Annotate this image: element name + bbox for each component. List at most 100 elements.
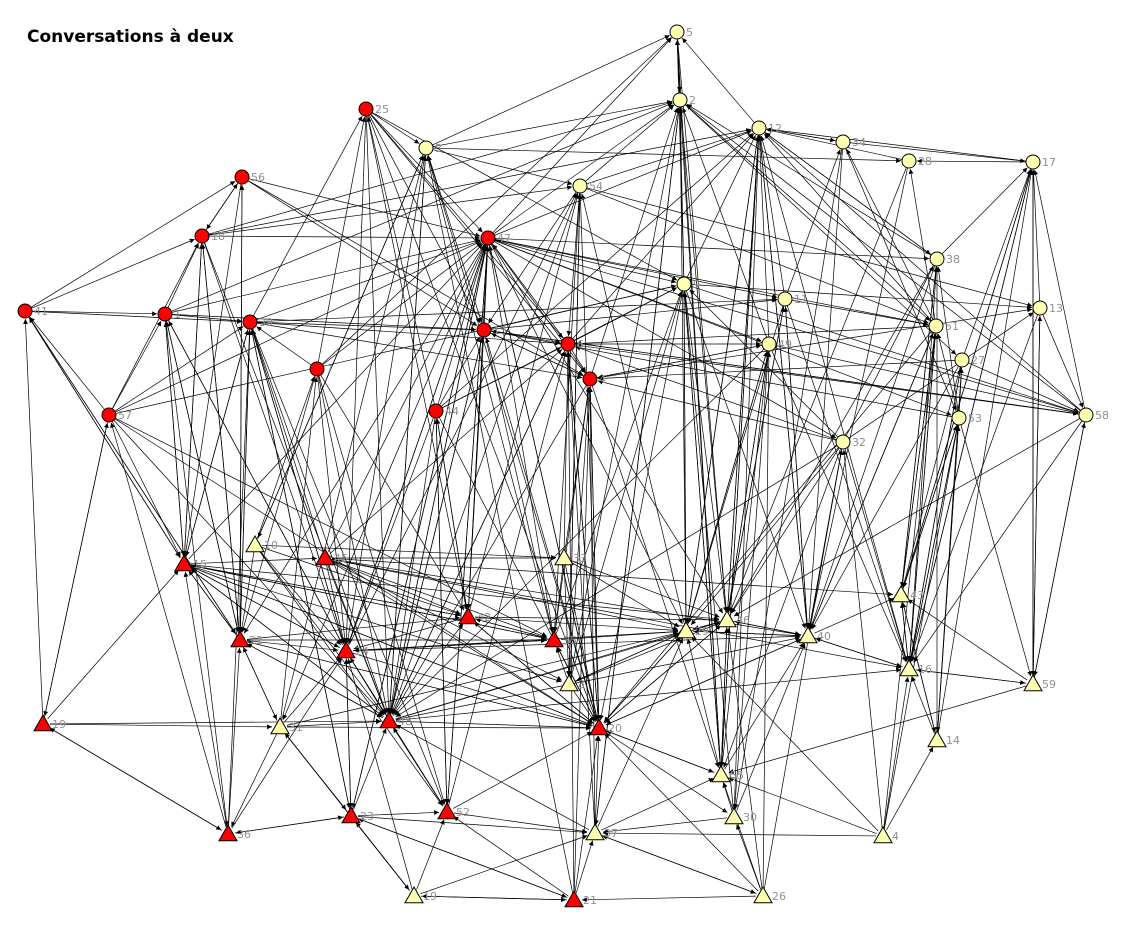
edge-n25-n3 <box>371 112 420 144</box>
node-triangle-marker <box>404 885 424 904</box>
edge-n32-n29 <box>690 447 839 626</box>
edge-n23-n48 <box>353 728 387 810</box>
edge-n16-n17 <box>910 169 1033 663</box>
edge-n42-n54 <box>469 193 580 611</box>
node-triangle-marker <box>891 584 911 603</box>
node-n54: 54 <box>572 178 603 194</box>
edge-n1-n47 <box>171 238 481 313</box>
edge-n39-n4c <box>256 322 583 380</box>
edge-n22-n41 <box>29 317 237 635</box>
edge-n52-n37 <box>453 812 588 834</box>
node-label: 59 <box>1042 678 1056 691</box>
edge-n35-n3 <box>426 155 553 634</box>
edge-n29-n12 <box>686 135 760 625</box>
node-circle-marker <box>835 134 851 150</box>
node-triangle-marker <box>33 713 53 732</box>
node-label: 56 <box>251 171 265 184</box>
node-label: 5 <box>686 26 693 39</box>
node-circle-marker <box>777 291 793 307</box>
edge-n4c-n55 <box>591 385 720 768</box>
node-label: 54 <box>589 180 603 193</box>
edge-n18-n24 <box>203 242 345 644</box>
edge-n40-n20 <box>606 638 802 726</box>
node-triangle-marker <box>245 534 265 553</box>
edge-n21-n3 <box>426 155 573 894</box>
node-n22: 22 <box>230 629 263 648</box>
edge-n4c-n2 <box>591 107 679 373</box>
graph-title: Conversations à deux <box>27 27 234 47</box>
node-n25: 25 <box>358 101 389 117</box>
node-label: 28 <box>918 155 932 168</box>
edge-n56-n4c <box>247 180 584 376</box>
edge-n58-n17 <box>1033 169 1085 409</box>
node-label: 37 <box>604 827 618 840</box>
edge-n49-n16 <box>771 350 907 662</box>
node-circle-marker <box>1078 407 1094 423</box>
edge-n11y-n34 <box>787 149 841 293</box>
edge-n25-n48 <box>365 115 391 714</box>
node-label: 57 <box>118 409 132 422</box>
edge-n56-n15c <box>247 180 478 327</box>
node-circle-marker <box>929 251 945 267</box>
edges-layer <box>23 35 1086 903</box>
edge-n33-n46 <box>570 560 720 618</box>
edge-n31-n7 <box>280 376 319 721</box>
edge-n15t-n47 <box>188 243 483 560</box>
edge-n48-n16 <box>395 667 902 721</box>
edge-n35-n15t <box>191 564 548 639</box>
edge-n30-n40 <box>736 643 806 811</box>
edge-n21-n37 <box>575 840 594 894</box>
edge-n53-n59 <box>960 424 1032 677</box>
edge-n35-n4c <box>554 386 591 634</box>
node-label: 7 <box>326 363 333 376</box>
edge-n4t-n51 <box>883 333 938 830</box>
node-triangle-marker <box>589 717 609 736</box>
edge-n47-n31 <box>282 244 486 720</box>
node-n44: 44 <box>428 403 459 419</box>
node-label: 18 <box>211 230 225 243</box>
node-n40: 40 <box>798 625 831 644</box>
edge-n47-n38 <box>494 237 930 261</box>
node-triangle-marker <box>554 547 574 566</box>
node-n15c: 15 <box>476 322 507 338</box>
edge-n36-n57 <box>110 422 227 828</box>
edge-n45-n39 <box>251 329 324 552</box>
edge-n40-n51 <box>810 333 934 630</box>
edge-n15t-n45 <box>190 556 318 565</box>
node-label: 39 <box>259 316 273 329</box>
edge-n54-n13 <box>586 187 1033 308</box>
edge-n30-n55 <box>722 782 733 811</box>
node-n2: 2 <box>672 92 696 108</box>
edge-n31-n48 <box>286 719 382 727</box>
edge-n41-n1 <box>31 310 158 317</box>
edge-n54-n15c <box>488 191 577 324</box>
node-label: 27 <box>971 354 985 367</box>
node-triangle-marker <box>218 823 238 842</box>
node-label: 24 <box>355 645 369 658</box>
edge-n44-n12 <box>441 133 754 407</box>
edge-n55-n9 <box>682 291 721 769</box>
edge-n9-n46 <box>684 290 728 613</box>
edge-n43-n38 <box>901 266 939 589</box>
edge-n57-n39 <box>114 326 244 412</box>
edge-n31-n19y <box>284 732 410 890</box>
edge-n24-n15t <box>190 567 340 648</box>
edge-n17-n28 <box>916 158 1027 164</box>
edge-n13-n17 <box>1031 169 1041 302</box>
edge-n12-n5 <box>681 37 755 123</box>
node-label: 2 <box>689 94 696 107</box>
edge-n48-n3 <box>389 155 428 715</box>
node-n42: 42 <box>458 606 491 625</box>
edge-n24-n54 <box>348 192 577 645</box>
edge-n15t-n18 <box>184 243 204 558</box>
node-triangle-marker <box>1023 673 1043 692</box>
edge-n47-n46 <box>491 243 724 614</box>
edge-n40-n43 <box>814 597 894 634</box>
node-label: 9 <box>693 278 700 291</box>
edge-n29-n54 <box>580 193 685 625</box>
edge-n21-n23 <box>358 818 568 898</box>
edge-n4t-n55 <box>728 777 877 834</box>
edge-n16-n53 <box>910 425 959 663</box>
edge-n11y-n12 <box>758 135 785 293</box>
edge-n21-n4c <box>573 386 593 894</box>
